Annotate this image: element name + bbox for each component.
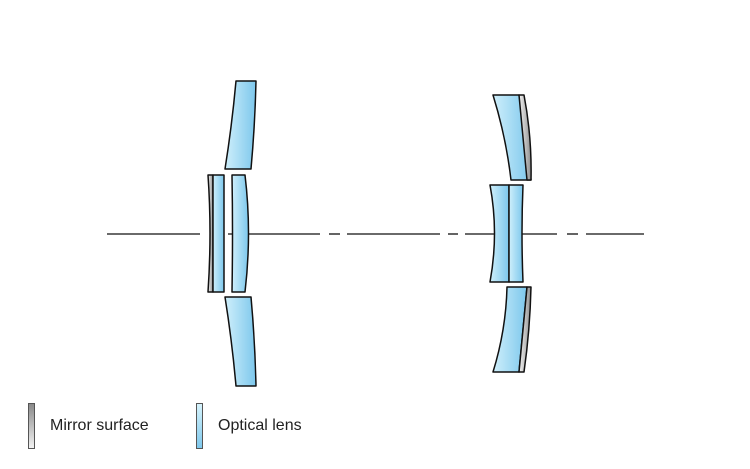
left-lens-group (207, 80, 257, 387)
right-lower-mirror (518, 286, 532, 373)
right-lens-group (489, 94, 532, 373)
legend-mirror: Mirror surface (28, 401, 149, 451)
mirror-swatch-icon (28, 403, 35, 449)
right-thin-lens (508, 184, 524, 283)
lens-legend-label: Optical lens (218, 417, 302, 434)
left-convex-lens (231, 174, 250, 293)
left-mirror-element (207, 174, 214, 293)
left-lower-lens (224, 296, 257, 387)
lens-swatch-icon (196, 403, 203, 449)
right-concave-lens (489, 184, 510, 283)
legend-lens: Optical lens (196, 401, 302, 451)
left-upper-lens (224, 80, 257, 170)
left-thin-lens (212, 174, 225, 293)
right-upper-mirror (518, 94, 532, 181)
mirror-legend-label: Mirror surface (50, 417, 149, 434)
